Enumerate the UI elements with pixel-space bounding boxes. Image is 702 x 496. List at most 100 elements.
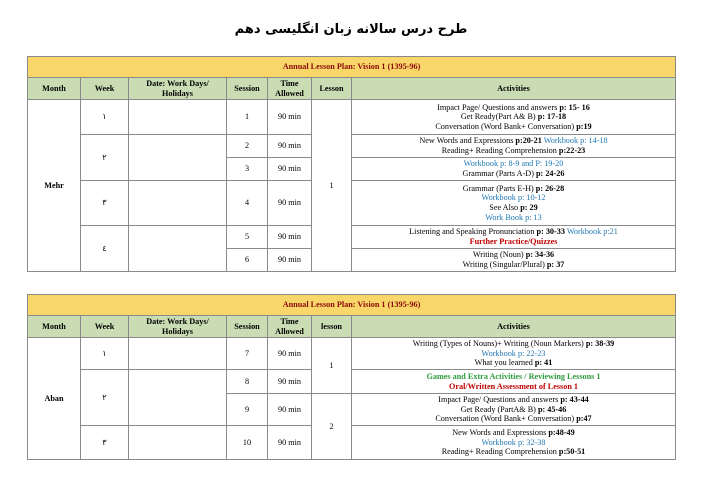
activity-text: Workbook p: 8-9 and P: 19-20 xyxy=(463,159,564,169)
session-cell: 1 xyxy=(226,99,268,135)
activity-text: What you learned xyxy=(474,358,535,368)
activity-line: Workbook p: 22-23 xyxy=(354,349,673,359)
date-cell[interactable] xyxy=(128,337,227,370)
activity-text: Impact Page/ Questions and answers xyxy=(437,102,560,112)
activity-line: Games and Extra Activities / Reviewing L… xyxy=(354,372,673,382)
activity-text: Reading+ Reading Comprehension xyxy=(441,447,559,457)
time-cell: 90 min xyxy=(267,337,312,370)
activity-text: p: 41 xyxy=(534,358,553,368)
header-activities: Activities xyxy=(351,315,676,338)
activities-cell: Games and Extra Activities / Reviewing L… xyxy=(351,369,676,394)
time-cell: 90 min xyxy=(267,157,312,181)
activity-text: New Words and Expressions xyxy=(452,428,549,438)
activity-text: p: 43-44 xyxy=(560,395,589,405)
table-banner: Annual Lesson Plan: Vision 1 (1395-96) xyxy=(27,56,676,78)
date-cell[interactable] xyxy=(128,369,227,426)
activity-text: p:20-21 xyxy=(515,136,542,146)
table-row: Mehr ۱ 1 90 min 1 Impact Page/ Questions… xyxy=(27,99,676,272)
table-row: ۳ 10 90 min New Words and Expressions p:… xyxy=(28,425,676,460)
session-cell: 4 xyxy=(226,180,268,226)
time-cell: 90 min xyxy=(267,134,312,158)
activities-cell: Impact Page/ Questions and answers p: 15… xyxy=(351,99,676,135)
activity-text: Oral/Written Assessment of Lesson 1 xyxy=(448,381,579,391)
time-cell: 90 min xyxy=(267,369,312,394)
week-cell: ۱ xyxy=(80,99,129,135)
week-cell: ۲ xyxy=(80,134,129,181)
activity-line: See Also p: 29 xyxy=(354,203,673,213)
activity-line: Get Ready (PartA& B) p: 45-46 xyxy=(354,405,673,415)
session-cell: 6 xyxy=(226,248,268,272)
activity-text: Workbook p:21 xyxy=(564,227,618,237)
activity-line: New Words and Expressions p:48-49 xyxy=(354,428,673,438)
header-session: Session xyxy=(226,315,268,338)
header-lesson: lesson xyxy=(311,315,352,338)
table-row: 9 90 min 2 Impact Page/ Questions and an… xyxy=(28,393,676,460)
activities-cell: New Words and Expressions p:20-21 Workbo… xyxy=(351,134,676,158)
table-row: ٤ 5 90 min Listening and Speaking Pronun… xyxy=(28,225,676,272)
month-cell: Aban xyxy=(27,337,81,460)
header-session: Session xyxy=(226,77,268,100)
date-cell[interactable] xyxy=(128,225,227,272)
time-cell: 90 min xyxy=(267,248,312,272)
activity-text: Reading+ Reading Comprehension xyxy=(441,146,559,155)
week-cell: ٤ xyxy=(80,225,129,272)
activity-text: Listening and Speaking Pronunciation xyxy=(409,227,537,237)
time-cell: 90 min xyxy=(267,425,312,460)
activity-line: Reading+ Reading Comprehension p:22-23 xyxy=(354,146,673,156)
activity-line: Further Practice/Quizzes xyxy=(354,237,673,247)
lesson-plan-table-aban: Annual Lesson Plan: Vision 1 (1395-96) M… xyxy=(27,294,676,460)
activity-line: Work Book p: 13 xyxy=(354,213,673,223)
page-title: طرح درس سالانه زبان انگلیسی دهم xyxy=(234,22,468,37)
session-cell: 7 xyxy=(226,337,268,370)
activity-text: Conversation (Word Bank+ Conversation) xyxy=(435,414,577,424)
activity-text: Workbook p: 32-38 xyxy=(481,437,546,447)
activity-text: New Words and Expressions xyxy=(419,136,516,146)
header-lesson: Lesson xyxy=(311,77,352,100)
activity-text: p: 15- 16 xyxy=(559,102,590,112)
session-cell: 3 xyxy=(226,157,268,181)
activities-cell: Writing (Types of Nouns)+ Writing (Noun … xyxy=(351,337,676,370)
time-cell: 90 min xyxy=(267,99,312,135)
month-cell: Mehr xyxy=(27,99,81,272)
activity-text: Writing (Types of Nouns)+ Writing (Noun … xyxy=(412,339,586,349)
activity-text: p:19 xyxy=(576,121,592,131)
lesson-cell: 1 xyxy=(311,99,352,272)
week-cell: ۲ xyxy=(80,369,129,426)
time-cell: 90 min xyxy=(267,180,312,226)
table-row: ۲ 8 90 min Games and Extra Activities / … xyxy=(28,369,676,426)
activity-line: Writing (Types of Nouns)+ Writing (Noun … xyxy=(354,339,673,349)
date-cell[interactable] xyxy=(128,134,227,181)
activity-line: Impact Page/ Questions and answers p: 15… xyxy=(354,103,673,113)
week-cell: ۳ xyxy=(80,180,129,226)
activity-line: Grammar (Parts A-D) p: 24-26 xyxy=(354,169,673,179)
activity-line: New Words and Expressions p:20-21 Workbo… xyxy=(354,136,673,146)
activity-line: Workbook p: 8-9 and P: 19-20 xyxy=(354,159,673,169)
activity-text: p: 30-33 xyxy=(536,227,565,237)
header-week: Week xyxy=(80,315,129,338)
activity-line: Reading+ Reading Comprehension p:50-51 xyxy=(354,447,673,457)
date-cell[interactable] xyxy=(128,99,227,135)
date-cell[interactable] xyxy=(128,425,227,460)
header-time: Time Allowed xyxy=(267,77,312,100)
activity-text: p: 38-39 xyxy=(585,339,615,349)
activity-text: p: 45-46 xyxy=(537,404,567,414)
lesson-cell: 2 xyxy=(311,393,352,460)
activity-line: Workbook p: 32-38 xyxy=(354,438,673,448)
activity-text: p: 37 xyxy=(546,260,565,269)
activity-text: p: 24-26 xyxy=(536,169,565,178)
activity-text: p: 34-36 xyxy=(525,250,555,260)
activity-line: Listening and Speaking Pronunciation p: … xyxy=(354,227,673,237)
header-time: Time Allowed xyxy=(267,315,312,338)
header-date: Date: Work Days/ Holidays xyxy=(128,77,227,100)
activity-text: Get Ready (PartA& B) xyxy=(460,404,538,414)
header-activities: Activities xyxy=(351,77,676,100)
activities-cell: Impact Page/ Questions and answers p: 43… xyxy=(351,393,676,426)
activity-text: Writing (Singular/Plural) xyxy=(462,260,547,269)
lesson-plan-table-mehr: Annual Lesson Plan: Vision 1 (1395-96) M… xyxy=(27,56,676,272)
activity-text: Workbook p: 10-12 xyxy=(481,193,546,203)
date-cell[interactable] xyxy=(128,180,227,226)
activity-text: p:47 xyxy=(576,414,592,424)
